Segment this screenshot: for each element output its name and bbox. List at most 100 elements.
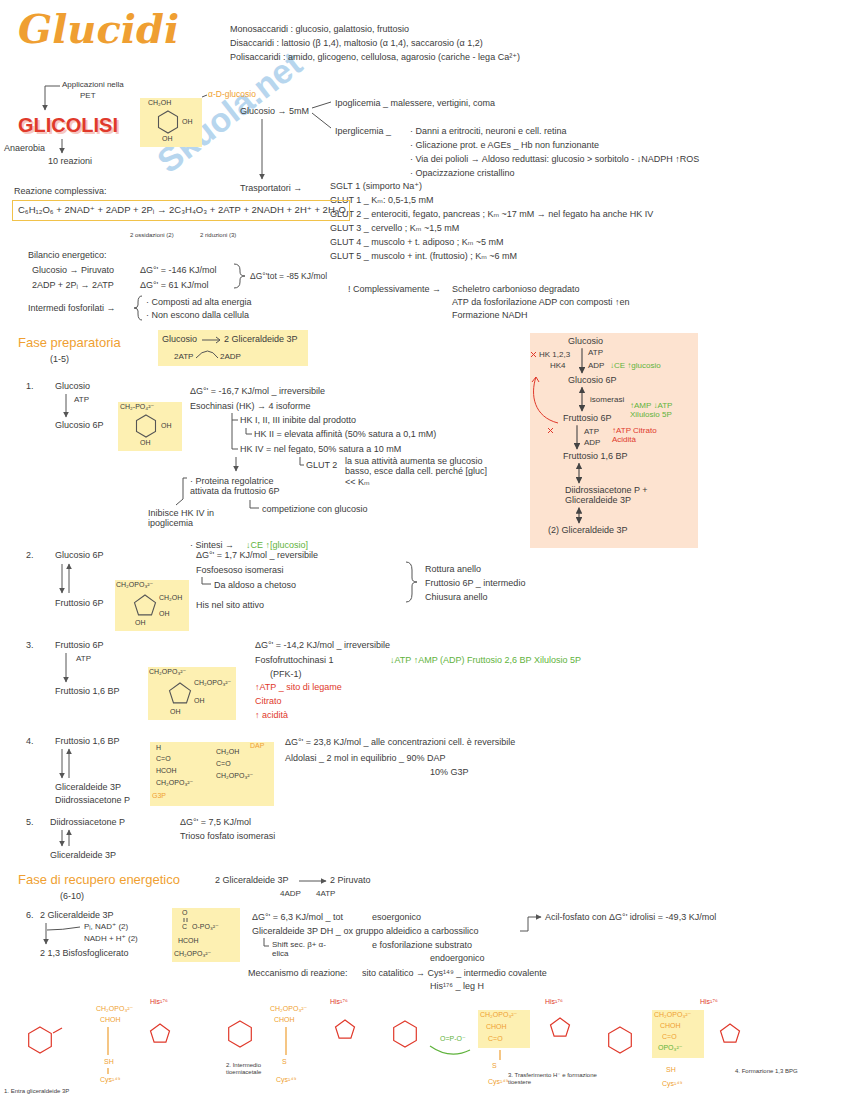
line-art xyxy=(534,377,558,423)
structure-box: DAPHC=OHCOHCH₂OPO₃²⁻G3PCH₂OHC=OCH₂OPO₃²⁻ xyxy=(150,742,274,806)
node-text: isomerasi xyxy=(590,395,624,404)
note-text: Glucosio 6P xyxy=(55,420,104,430)
note-text: ↓CE ↑[glucosio] xyxy=(246,540,308,550)
node-text: OPO₃²⁻ xyxy=(658,1044,682,1052)
note-text: SH xyxy=(666,1066,676,1074)
note-text: CH₂OPO₃²⁻ xyxy=(270,1005,307,1013)
molecule-sketch xyxy=(551,1018,570,1036)
note-text: Trasportatori → xyxy=(240,183,302,193)
node-text: ATP xyxy=(584,427,599,436)
note-text: Gliceraldeide 3P xyxy=(55,782,121,792)
line-art xyxy=(46,923,47,944)
note-text: Fruttosio 1,6 BP xyxy=(55,736,120,746)
note-text: Da aldoso a chetoso xyxy=(214,580,296,590)
note-text: Fruttosio 6P _ intermedio xyxy=(425,578,525,588)
structure-box: OCO-PO₃²⁻HCOHCH₂OPO₃²⁻ xyxy=(172,908,240,962)
molecule-sketch xyxy=(609,1027,632,1053)
note-text: 2 1,3 Bisfosfoglicerato xyxy=(40,948,129,958)
node-text: CH₂OPO₃²⁻ xyxy=(216,772,253,780)
line-art xyxy=(234,264,245,288)
note-text: S xyxy=(492,1062,497,1070)
note-text: GLUT 2 xyxy=(306,460,337,470)
note-text: ATP xyxy=(74,395,89,404)
note-text: GLUT 3 _ cervello ; Kₘ ~1,5 mM xyxy=(330,223,459,233)
note-text: Rottura anello xyxy=(425,564,481,574)
note-text: (6-10) xyxy=(60,891,84,901)
node-text: H xyxy=(156,744,161,752)
note-text: 1. xyxy=(26,381,34,391)
line-art xyxy=(47,927,80,930)
note-text: ↓ATP ↑AMP (ADP) Fruttosio 2,6 BP Xilulos… xyxy=(390,655,581,665)
line-art xyxy=(170,683,191,703)
node-text: OH xyxy=(170,708,181,716)
note-text: CHOH xyxy=(100,1016,121,1024)
note-text: Applicazioni nella xyxy=(62,80,124,89)
note-text: 2 Gliceraldeide 3P xyxy=(40,910,114,920)
node-text: Glucosio xyxy=(162,334,197,344)
note-text: Fosfofruttochinasi 1 xyxy=(255,655,334,665)
line-art xyxy=(236,457,237,471)
structure-box: CH₂OPO₃²⁻CH₂OHOHOH xyxy=(115,580,189,631)
page-title: Glucidi xyxy=(18,6,179,52)
line-art xyxy=(250,500,259,508)
note-text: Meccanismo di reazione: xyxy=(248,968,348,978)
note-text: CH₂OPO₃²⁻ xyxy=(96,1005,133,1013)
note-text: 10 reazioni xyxy=(48,156,92,166)
line-art xyxy=(66,653,67,682)
note-text: Fruttosio 1,6 BP xyxy=(55,686,120,696)
line-art xyxy=(135,595,156,615)
node-text: CH₂OPO₃²⁻ xyxy=(194,679,231,687)
metabolite-label: Diidrossiacetone P + Gliceraldeide 3P xyxy=(565,485,665,506)
node-text: C=O xyxy=(216,760,231,768)
node-text: DAP xyxy=(250,742,264,750)
note-text: ATP da fosforilazione ADP con composti ↑… xyxy=(452,297,630,307)
mechanism-sketch xyxy=(29,1018,740,1074)
metabolite-name: Glucosio xyxy=(568,336,603,346)
note-text: 2ADP + 2Pᵢ → 2ATP xyxy=(32,280,114,290)
line-art xyxy=(176,478,187,505)
note-text: ATP xyxy=(76,654,91,663)
node-text: HK 1,2,3 xyxy=(539,350,570,359)
note-text: Aldolasi _ 2 mol in equilibrio _ 90% DAP xyxy=(285,753,446,763)
note-text: ↑ATP _ sito di legame xyxy=(255,682,342,692)
line-art xyxy=(69,564,70,593)
note-text: GLUT 2 _ enterociti, fegato, pancreas ; … xyxy=(330,209,653,219)
note-text: ΔG°' = 7,5 KJ/mol xyxy=(180,817,251,827)
note-text: Fosfoesoso isomerasi xyxy=(196,565,284,575)
node-text: CH₂OH xyxy=(216,748,239,756)
line-art xyxy=(532,377,539,382)
note-text: · Non escono dalla cellula xyxy=(146,310,249,320)
note-text: 2 riduzioni (3) xyxy=(200,232,236,239)
note-text: His¹⁷⁶ _ leg H xyxy=(430,981,484,991)
node-text: OH xyxy=(159,610,170,618)
structure-box: CH₂-PO₄²⁻OHOH xyxy=(118,402,182,451)
note-text: ΔG°' = 61 KJ/mol xyxy=(140,280,209,290)
molecule-sketch xyxy=(229,1021,252,1047)
note-text: · Via dei polioli → Aldoso reduttasi: gl… xyxy=(410,154,699,164)
note-text: Polisaccaridi : amido, glicogeno, cellul… xyxy=(230,52,520,62)
note-text: 6. xyxy=(26,910,34,920)
note-text: 2 ossidazioni (2) xyxy=(130,232,174,239)
pathway-panel: HK 1,2,3ATPHK4ADP↓CE ↑glucosioisomerasiA… xyxy=(530,333,698,548)
line-art xyxy=(184,918,187,922)
line-art xyxy=(216,337,220,343)
note-text: 2 Piruvato xyxy=(330,875,371,885)
topic-heading: GLICOLISI xyxy=(18,114,118,137)
note-text: Acil-fosfato con ΔG°' idrolisi = -49,3 K… xyxy=(545,912,716,922)
molecule-sketch xyxy=(499,1050,500,1060)
node-text: OH xyxy=(194,697,205,705)
note-text: Cys¹⁴⁹ xyxy=(276,1076,296,1084)
note-text: Scheletro carbonioso degradato xyxy=(452,284,580,294)
note-text: · Composti ad alta energia xyxy=(146,297,252,307)
note-text: His nel sito attivo xyxy=(196,600,264,610)
structure-box: CH₂OPO₃²⁻CHOHC=OOPO₃²⁻ xyxy=(652,1010,704,1058)
note-text: Intermedi fosforilati → xyxy=(28,303,116,313)
note-text: · Sintesi → xyxy=(190,540,234,550)
note-text: Monosaccaridi : glucosio, galattosio, fr… xyxy=(230,24,409,34)
line-art xyxy=(246,428,252,434)
line-art xyxy=(159,111,178,133)
node-text: ↑AMP ↓ATP Xilulosio 5P xyxy=(630,401,694,419)
note-text: HK II = elevata affinità (50% satura a 0… xyxy=(254,429,436,439)
note-text: la sua attività aumenta se glucosio bass… xyxy=(345,456,495,487)
line-art xyxy=(66,394,67,417)
